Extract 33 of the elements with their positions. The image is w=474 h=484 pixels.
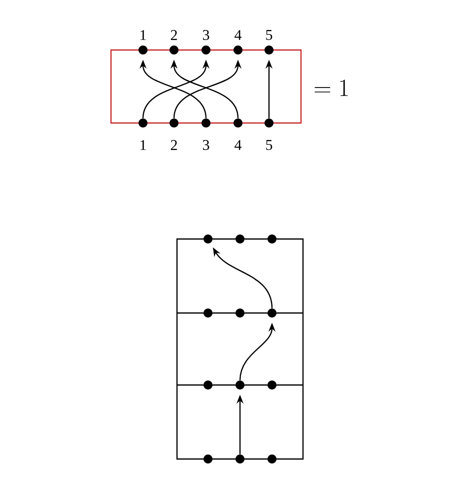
number-label: 4 (234, 140, 242, 150)
dot (268, 234, 276, 244)
dot (138, 118, 148, 128)
dot (204, 380, 212, 390)
number-label: 4 (234, 30, 242, 40)
dot (204, 234, 212, 244)
dot (236, 308, 244, 318)
number-label: 3 (202, 140, 210, 150)
dot (202, 46, 210, 54)
dot (268, 454, 276, 464)
dot (264, 118, 274, 128)
dot (236, 380, 244, 390)
dot (264, 46, 274, 54)
dot (204, 308, 212, 318)
dot (138, 46, 148, 54)
number-label: 3 (202, 30, 210, 40)
number-label: 2 (170, 140, 177, 150)
number-label: 5 (266, 140, 272, 150)
equation: $= 1$ (314, 80, 348, 96)
dot (170, 118, 178, 128)
dot (236, 234, 244, 244)
dot (170, 46, 178, 54)
dot (236, 454, 244, 464)
dot (204, 454, 212, 464)
dot (268, 308, 276, 318)
number-label: 1 (140, 140, 146, 150)
number-label: 1 (140, 30, 146, 40)
number-label: 2 (170, 30, 177, 40)
dot (202, 118, 210, 128)
number-label: 5 (266, 30, 272, 40)
dot (234, 46, 242, 54)
dot (234, 118, 242, 128)
dot (268, 380, 276, 390)
